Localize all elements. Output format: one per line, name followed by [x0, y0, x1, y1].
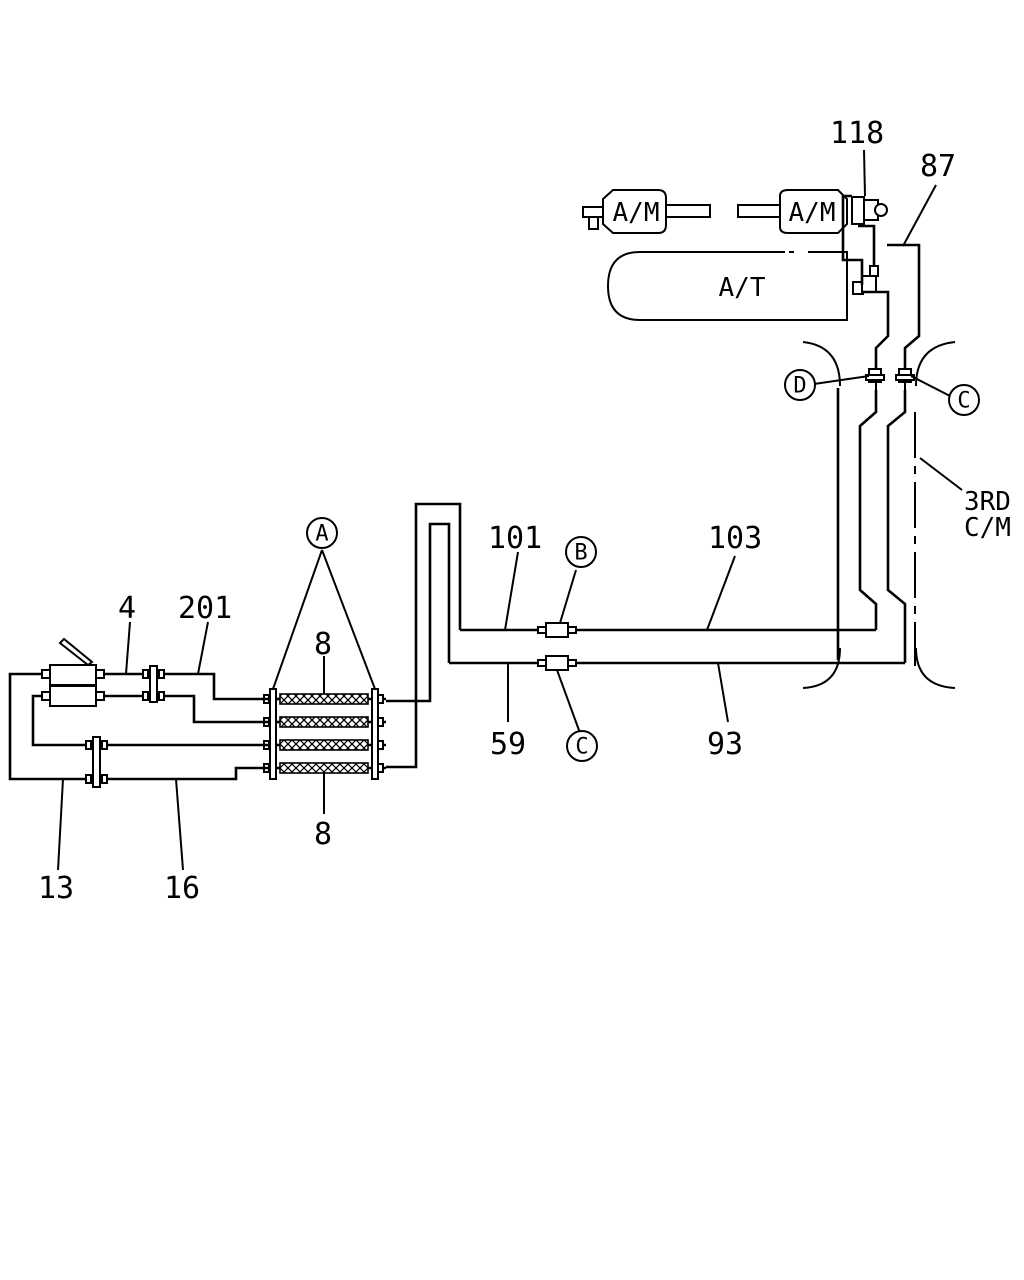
connector-c-lower [537, 655, 577, 671]
control-valve [41, 637, 105, 707]
air-motor-right-label: A/M [789, 198, 836, 228]
part-number-16: 16 [164, 871, 200, 906]
air-tank: A/T [606, 250, 864, 321]
part-number-103: 103 [708, 521, 762, 556]
part-number-4: 4 [118, 591, 136, 626]
vertical-hoses-right [836, 388, 916, 666]
connector-b [537, 622, 577, 638]
callout-d: D [784, 369, 816, 401]
callout-c-lower: C [566, 730, 598, 762]
left-pipes [8, 672, 268, 781]
part-number-87: 87 [920, 149, 956, 184]
part-number-201: 201 [178, 591, 232, 626]
callout-a: A [306, 517, 338, 549]
callout-d-label: D [793, 374, 806, 399]
air-pipes-top [841, 194, 921, 368]
callout-c-right: C [948, 384, 980, 416]
part-number-59: 59 [490, 727, 526, 762]
air-tank-label: A/T [719, 273, 766, 303]
connector-c-right [895, 362, 915, 390]
left-couplers [85, 665, 165, 788]
air-motor-left-label: A/M [613, 198, 660, 228]
part-number-101: 101 [488, 521, 542, 556]
part-number-8-top: 8 [314, 627, 332, 662]
air-motor-right: A/M [737, 189, 848, 234]
callout-c-lower-label: C [575, 735, 588, 760]
air-motor-left: A/M [582, 189, 711, 234]
part-number-13: 13 [38, 871, 74, 906]
callout-b-label: B [574, 541, 587, 566]
part-number-8-bottom: 8 [314, 817, 332, 852]
part-number-93: 93 [707, 727, 743, 762]
main-hoses [386, 502, 905, 769]
callout-b: B [565, 536, 597, 568]
valve-118 [851, 196, 888, 293]
part-number-118: 118 [830, 116, 884, 151]
hose-bundle-8 [263, 688, 386, 780]
callout-a-label: A [315, 522, 328, 547]
section-label-line2: C/M [964, 513, 1011, 543]
leader-lines [57, 149, 963, 871]
connector-d [865, 362, 885, 390]
callout-c-right-label: C [957, 389, 970, 414]
section-label-line1: 3RD [964, 487, 1011, 517]
section-arcs [802, 341, 956, 689]
